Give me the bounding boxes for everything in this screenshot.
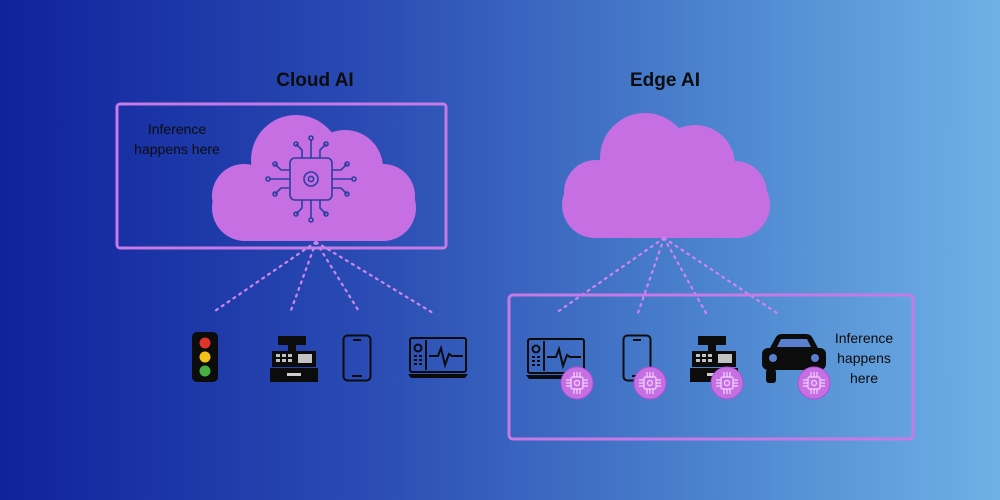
ai-chip-badge-icon [560,366,594,400]
monitor-icon [407,337,469,379]
cash-register-icon [270,336,318,382]
edge-inference-label-line-2: happens [837,350,891,366]
ai-chip-icon [265,135,357,223]
traffic-light-icon [192,332,218,382]
cloud-inference-label-line-1: Inference [148,121,207,137]
edge-ai-cloud [562,113,770,238]
edge-inference-frame [507,293,915,441]
ai-chip-badge-icon [797,366,831,400]
cloud-inference-frame [115,102,448,250]
ai-chip-badge-icon [633,366,667,400]
edge-ai-title: Edge AI [630,70,700,91]
edge-connection-lines [554,236,779,315]
cloud-ai-title: Cloud AI [276,70,353,91]
cloud-connection-lines [210,240,435,315]
edge-inference-label-line-3: here [850,370,878,386]
cloud-ai-cloud [212,115,416,241]
ai-chip-badge-icon [710,366,744,400]
edge-inference-label-line-1: Inference [835,330,894,346]
smartphone-icon [342,334,372,382]
cloud-inference-label-line-2: happens here [134,141,220,157]
